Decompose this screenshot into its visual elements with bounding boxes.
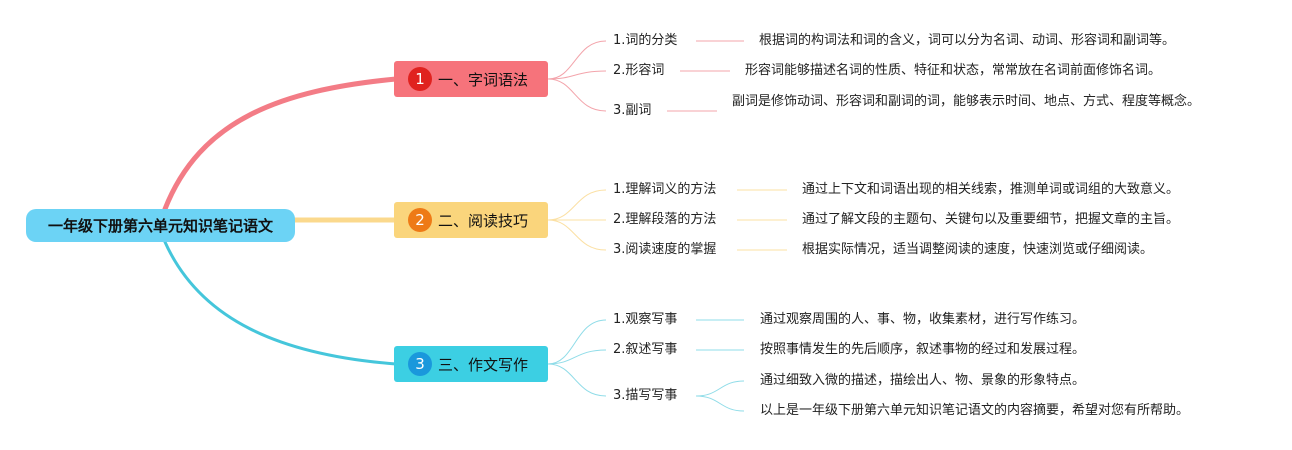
subtopic-b1-3[interactable]: 3.副词 [613,103,652,118]
detail-b1-2[interactable]: 形容词能够描述名词的性质、特征和状态，常常放在名词前面修饰名词。 [745,63,1162,78]
branch-label: 一、字词语法 [438,70,529,89]
detail-b2-1[interactable]: 通过上下文和词语出现的相关线索，推测单词或词组的大致意义。 [802,182,1180,197]
detail-b3-3[interactable]: 通过细致入微的描述，描绘出人、物、景象的形象特点。 [760,373,1086,388]
detail-b3-2[interactable]: 按照事情发生的先后顺序，叙述事物的经过和发展过程。 [760,342,1086,357]
detail-b2-2[interactable]: 通过了解文段的主题句、关键句以及重要细节，把握文章的主旨。 [802,212,1180,227]
root-topic[interactable]: 一年级下册第六单元知识笔记语文 [26,209,295,242]
connector-b1-item2 [547,70,607,80]
branch-label: 二、阅读技巧 [438,211,529,230]
connector-root-branch3 [163,240,398,366]
detail-b3-1[interactable]: 通过观察周围的人、事、物，收集素材，进行写作练习。 [760,312,1086,327]
root-topic-label: 一年级下册第六单元知识笔记语文 [47,217,273,235]
subtopic-b2-2[interactable]: 2.理解段落的方法 [613,212,717,227]
subtopic-b3-3[interactable]: 3.描写写事 [613,388,678,403]
subtopic-b1-1[interactable]: 1.词的分类 [613,33,678,48]
branch-topic-3[interactable]: 3 三、作文写作 [394,346,548,382]
connector-b3-item2 [547,349,607,365]
connector-b3-detail3a [695,380,745,397]
connector-b1-item1 [547,40,607,80]
subtopic-b2-3[interactable]: 3.阅读速度的掌握 [613,242,717,257]
branch-topic-2[interactable]: 2 二、阅读技巧 [394,202,548,238]
connector-b3-detail3b [695,395,745,412]
connector-b3-item1 [547,319,607,365]
subtopic-b3-1[interactable]: 1.观察写事 [613,312,678,327]
detail-b3-4[interactable]: 以上是一年级下册第六单元知识笔记语文的内容摘要，希望对您有所帮助。 [760,403,1190,418]
branch-label: 三、作文写作 [438,355,529,374]
connector-b1-item3 [547,78,607,112]
detail-b1-1[interactable]: 根据词的构词法和词的含义，词可以分为名词、动词、形容词和副词等。 [759,33,1176,48]
connector-root-branch1 [162,76,399,212]
subtopic-b3-2[interactable]: 2.叙述写事 [613,342,678,357]
connector-b3-item3 [547,363,607,397]
detail-b2-3[interactable]: 根据实际情况，适当调整阅读的速度，快速浏览或仔细阅读。 [802,242,1154,257]
branch-number-badge: 2 [408,208,432,232]
detail-b1-3[interactable]: 副词是修饰动词、形容词和副词的词，能够表示时间、地点、方式、程度等概念。 [732,94,1201,109]
branch-number-badge: 1 [408,67,432,91]
subtopic-b2-1[interactable]: 1.理解词义的方法 [613,182,717,197]
connector-b2-item1 [547,189,607,221]
subtopic-b1-2[interactable]: 2.形容词 [613,63,665,78]
branch-number-badge: 3 [408,352,432,376]
branch-topic-1[interactable]: 1 一、字词语法 [394,61,548,97]
connector-b2-item3 [547,219,607,251]
